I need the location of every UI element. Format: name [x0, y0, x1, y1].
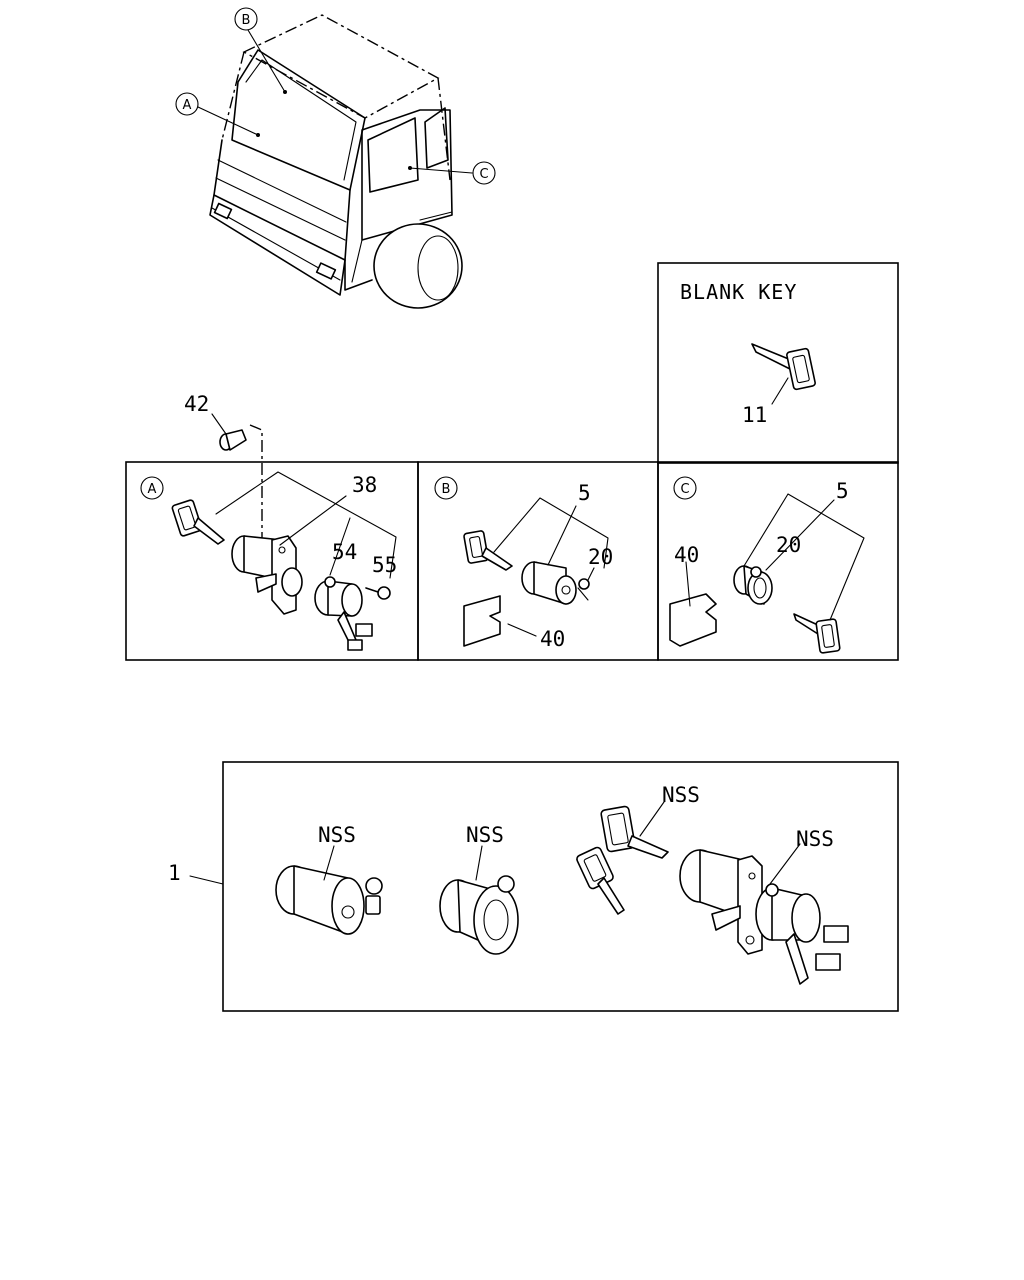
assembly-cylinder-2	[439, 875, 519, 955]
callout-a: A	[175, 92, 199, 116]
svg-text:C: C	[479, 167, 488, 182]
svg-text:C: C	[680, 482, 689, 497]
part-40-label-c: 40	[674, 543, 699, 567]
nss-label-1: NSS	[318, 823, 356, 847]
svg-text:B: B	[242, 13, 251, 28]
part-40-label-b: 40	[540, 627, 565, 651]
screw-icon	[365, 586, 391, 600]
part-11-label: 11	[742, 403, 767, 427]
retaining-clip-icon-c	[669, 593, 717, 647]
panel-a-marker-circle	[140, 476, 164, 500]
assembly-panel: 1 NSS NSS	[168, 761, 899, 1012]
nss-label-2: NSS	[466, 823, 504, 847]
part-5-label-c: 5	[836, 479, 849, 503]
bolt-icon	[219, 429, 247, 451]
panel-c: C 5 20 40	[657, 461, 899, 661]
svg-text:B: B	[442, 482, 451, 497]
blank-key-title: BLANK KEY	[680, 280, 797, 304]
panel-b: B 5 20 40	[417, 461, 659, 661]
panel-c-marker-circle	[673, 476, 697, 500]
retaining-clip-icon-b	[463, 595, 501, 647]
key-icon-a	[171, 499, 225, 545]
key-icon-b	[463, 530, 513, 571]
part-54-label: 54	[332, 540, 357, 564]
part-55-label: 55	[372, 553, 397, 577]
part-20-label-c: 20	[776, 533, 801, 557]
nss-label-4: NSS	[796, 827, 834, 851]
blank-key-panel: BLANK KEY 11	[657, 262, 899, 464]
part-20-label-b: 20	[588, 545, 613, 569]
lock-cylinder-icon-b	[521, 561, 590, 605]
part-5-label-b: 5	[578, 481, 591, 505]
assembly-cylinder-1	[275, 865, 383, 935]
panel-a: A	[125, 461, 419, 661]
callout-c: C	[472, 161, 496, 185]
assembly-keys-icon	[576, 805, 669, 915]
assembly-lock-housing	[679, 849, 849, 985]
lock-housing-icon	[231, 535, 303, 615]
blank-key-icon	[751, 343, 816, 391]
part-38-label: 38	[352, 473, 377, 497]
panel-b-marker-circle	[434, 476, 458, 500]
nss-label-3: NSS	[662, 783, 700, 807]
svg-text:A: A	[148, 482, 157, 497]
part-1-label: 1	[168, 861, 181, 885]
lock-cylinder-icon-a	[314, 576, 373, 651]
part-42-group: 42	[184, 392, 263, 560]
truck-cab-overview: A B C	[175, 7, 496, 309]
svg-text:A: A	[183, 98, 192, 113]
callout-b: B	[234, 7, 258, 31]
key-icon-c	[793, 613, 841, 654]
lock-cylinder-icon-c	[733, 565, 773, 605]
part-42-label: 42	[184, 392, 209, 416]
